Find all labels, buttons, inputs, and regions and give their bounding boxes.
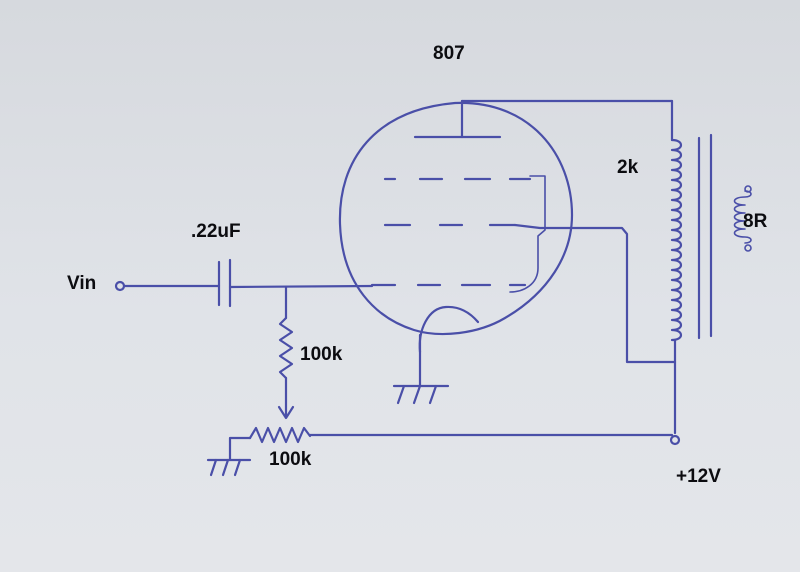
grid-wire [228,284,374,289]
screen-grid-lead [513,223,677,364]
pot-ground-hatch [209,458,242,477]
input-label: Vin [67,273,97,294]
grid-resistor-zigzag [278,316,294,380]
tube-label: 807 [433,43,465,64]
supply-terminal [669,434,681,446]
potentiometer-zigzag [248,426,312,444]
grid-resistor-label: 100k [300,344,343,365]
supply-label: +12V [676,466,721,487]
coupling-cap-label: .22uF [191,221,241,242]
pot-ground-lead [228,436,252,462]
cathode [418,305,480,354]
wiper-arrow-icon [277,405,295,420]
transformer-primary-coil [670,138,683,342]
secondary-terminal-top [744,185,752,193]
input-terminal [114,280,126,292]
secondary-terminal-bottom [744,244,752,252]
primary-impedance-label: 2k [617,157,639,178]
transformer-secondary-coil [733,190,752,244]
tube-envelope [338,101,574,336]
speaker-impedance-label: 8R [743,211,768,232]
suppressor-cathode-link [509,175,546,293]
cathode-ground-hatch [396,384,438,405]
potentiometer-label: 100k [269,449,312,470]
